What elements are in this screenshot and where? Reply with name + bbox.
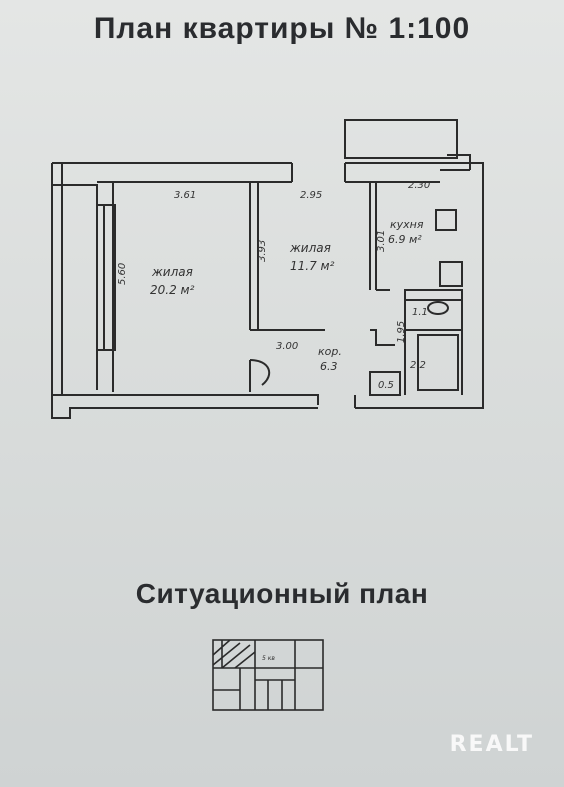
partition-2: [249, 182, 325, 331]
room-corridor-name: кор.: [318, 345, 342, 358]
balcony: [344, 119, 458, 159]
dim-6: 3.01: [376, 230, 387, 252]
room-kitchen-name: кухня: [390, 218, 424, 231]
outer-wall-left: [51, 163, 98, 390]
left-window: [96, 204, 116, 351]
room-kitchen-area: 6.9 м²: [388, 233, 422, 246]
bath-walls: [404, 300, 463, 395]
room-storage-area: 0.5: [378, 380, 394, 391]
room-wc-area: 1.1: [412, 307, 428, 318]
sink: [439, 261, 463, 287]
storage: [369, 371, 401, 396]
toilet: [427, 301, 449, 315]
chimney: [440, 154, 471, 171]
room-living1-area: 20.2 м²: [150, 283, 195, 297]
dim-5: 3.93: [257, 240, 268, 262]
room-bath-area: 2.2: [410, 360, 426, 371]
room-living2-name: жилая: [289, 241, 331, 255]
dim-1: 3.61: [174, 190, 196, 201]
room-corridor-area: 6.3: [320, 360, 338, 373]
dim-7: 3.00: [276, 341, 298, 352]
dim-2: 2.95: [300, 190, 322, 201]
dim-4: 5.60: [117, 263, 128, 285]
dim-3: 2.30: [408, 180, 430, 191]
bathtub: [417, 334, 459, 391]
situation-plan: [212, 639, 324, 711]
watermark-logo: REALT: [449, 732, 534, 757]
dim-8: 1.95: [396, 321, 407, 343]
wc-wall: [404, 289, 463, 301]
window-top: [291, 163, 346, 182]
outer-wall-bottom: [51, 185, 319, 419]
door-arc: [249, 359, 271, 386]
room-living1-name: жилая: [151, 265, 193, 279]
stove: [435, 209, 457, 231]
outer-wall: [52, 162, 484, 409]
plan-title: План квартиры № 1:100: [93, 12, 471, 45]
partition-3: [369, 182, 395, 346]
situation-title: Ситуационный план: [135, 578, 429, 609]
room-living2-area: 11.7 м²: [290, 259, 335, 273]
situation-label: 5 кв: [262, 655, 275, 662]
